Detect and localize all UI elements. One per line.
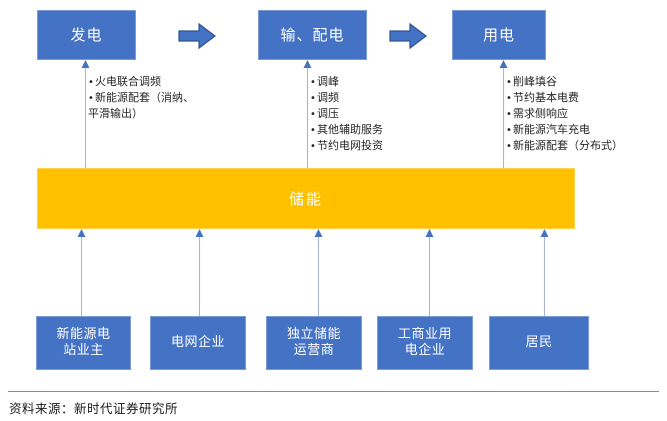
connector-storage-to-consumption [498,59,509,169]
connector-storage-to-transmission [302,59,313,169]
right-block-arrow-icon [178,22,216,50]
process-box-consumption[interactable]: 用电 [452,10,546,60]
up-arrow-line-icon [303,60,312,169]
transmission-benefits-list: 调峰 调频 调压 其他辅助服务 节约电网投资 [310,74,460,154]
list-item: 新能源汽车充电 [506,122,666,138]
connector-new-energy-owner-to-storage [76,228,87,318]
process-box-transmission-label: 输、配电 [280,25,345,44]
up-arrow-line-icon [314,229,323,318]
right-block-arrow-icon [389,22,427,50]
participant-box-industrial-commercial-user[interactable]: 工商业用 电企业 [377,316,473,370]
footer-divider [8,391,659,392]
connector-grid-company-to-storage [194,228,205,318]
storage-bar-label: 储能 [288,190,323,208]
arrow-generation-to-transmission [178,22,216,50]
participant-box-residents[interactable]: 居民 [489,316,589,370]
list-item: 调峰 [310,74,460,90]
participant-label: 电网企业 [170,334,225,350]
connector-residents-to-storage [539,228,550,318]
list-item: 节约电网投资 [310,138,460,154]
generation-benefits-list: 火电联合调频 新能源配套（消纳、 平滑输出） [88,74,253,121]
list-item: 新能源配套（分布式） [506,138,666,154]
up-arrow-line-icon [195,229,204,318]
up-arrow-line-icon [81,60,90,169]
list-item: 节约基本电费 [506,90,666,106]
arrow-transmission-to-consumption [389,22,427,50]
storage-bar[interactable]: 储能 [37,168,575,229]
participant-label: 工商业用 电企业 [397,326,452,358]
list-item: 削峰填谷 [506,74,666,90]
connector-storage-to-generation [80,59,91,169]
participant-label: 居民 [525,334,553,350]
process-box-consumption-label: 用电 [482,25,515,44]
participant-box-new-energy-plant-owner[interactable]: 新能源电 站业主 [36,316,131,370]
connector-industrial-user-to-storage [424,228,435,318]
process-box-generation[interactable]: 发电 [37,10,136,60]
connector-independent-operator-to-storage [313,228,324,318]
up-arrow-line-icon [77,229,86,318]
up-arrow-line-icon [540,229,549,318]
participant-box-grid-company[interactable]: 电网企业 [150,316,246,370]
participant-label: 新能源电 站业主 [56,326,111,358]
list-item: 火电联合调频 [88,74,253,90]
participant-label: 独立储能 运营商 [286,326,341,358]
list-item: 其他辅助服务 [310,122,460,138]
process-box-transmission[interactable]: 输、配电 [258,10,367,60]
up-arrow-line-icon [425,229,434,318]
up-arrow-line-icon [499,60,508,169]
consumption-benefits-list: 削峰填谷 节约基本电费 需求侧响应 新能源汽车充电 新能源配套（分布式） [506,74,666,154]
source-note: 资料来源：新时代证券研究所 [9,401,179,416]
list-item: 调频 [310,90,460,106]
process-box-generation-label: 发电 [70,25,103,44]
list-item: 需求侧响应 [506,106,666,122]
list-item: 调压 [310,106,460,122]
list-item: 新能源配套（消纳、 平滑输出） [88,90,253,121]
participant-box-independent-storage-operator[interactable]: 独立储能 运营商 [266,316,362,370]
